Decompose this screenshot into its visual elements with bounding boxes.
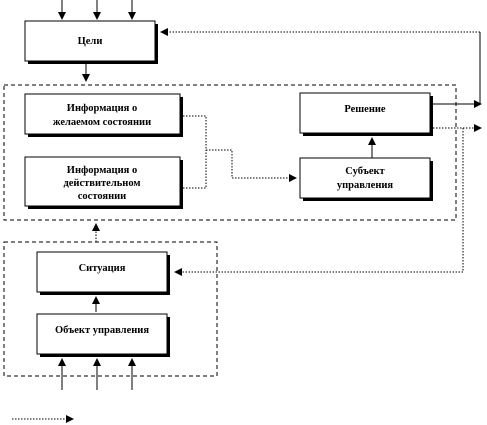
info-desired-label-1: Информация о bbox=[67, 103, 137, 114]
subject-box: Субъект управления bbox=[299, 157, 433, 201]
info-actual-label-2: действительном bbox=[63, 178, 140, 189]
info-desired-label-2: желаемом состоянии bbox=[53, 117, 151, 128]
object-label: Объект управления bbox=[55, 325, 149, 336]
object-system-frame bbox=[3, 241, 218, 377]
decision-output-arrows bbox=[433, 100, 482, 132]
top-input-arrows bbox=[58, 0, 136, 20]
info-to-subject-connectors bbox=[183, 115, 297, 189]
feedback-lines bbox=[160, 28, 481, 276]
info-actual-label-3: состоянии bbox=[78, 191, 126, 202]
subject-label-1: Субъект bbox=[345, 166, 385, 177]
info-desired-box: Информация о желаемом состоянии bbox=[24, 93, 183, 137]
info-actual-box: Информация о действительном состоянии bbox=[24, 156, 183, 209]
decision-box: Решение bbox=[299, 92, 433, 136]
decision-label: Решение bbox=[344, 104, 386, 115]
info-actual-label-1: Информация о bbox=[67, 165, 137, 176]
goals-label: Цели bbox=[78, 36, 103, 47]
bottom-input-arrows bbox=[58, 358, 136, 390]
subject-label-2: управления bbox=[337, 180, 394, 191]
management-system-frame bbox=[3, 84, 457, 221]
goals-box: Цели bbox=[24, 20, 158, 64]
situation-box: Ситуация bbox=[36, 251, 170, 295]
object-box: Объект управления bbox=[36, 313, 170, 357]
situation-label: Ситуация bbox=[79, 263, 126, 274]
